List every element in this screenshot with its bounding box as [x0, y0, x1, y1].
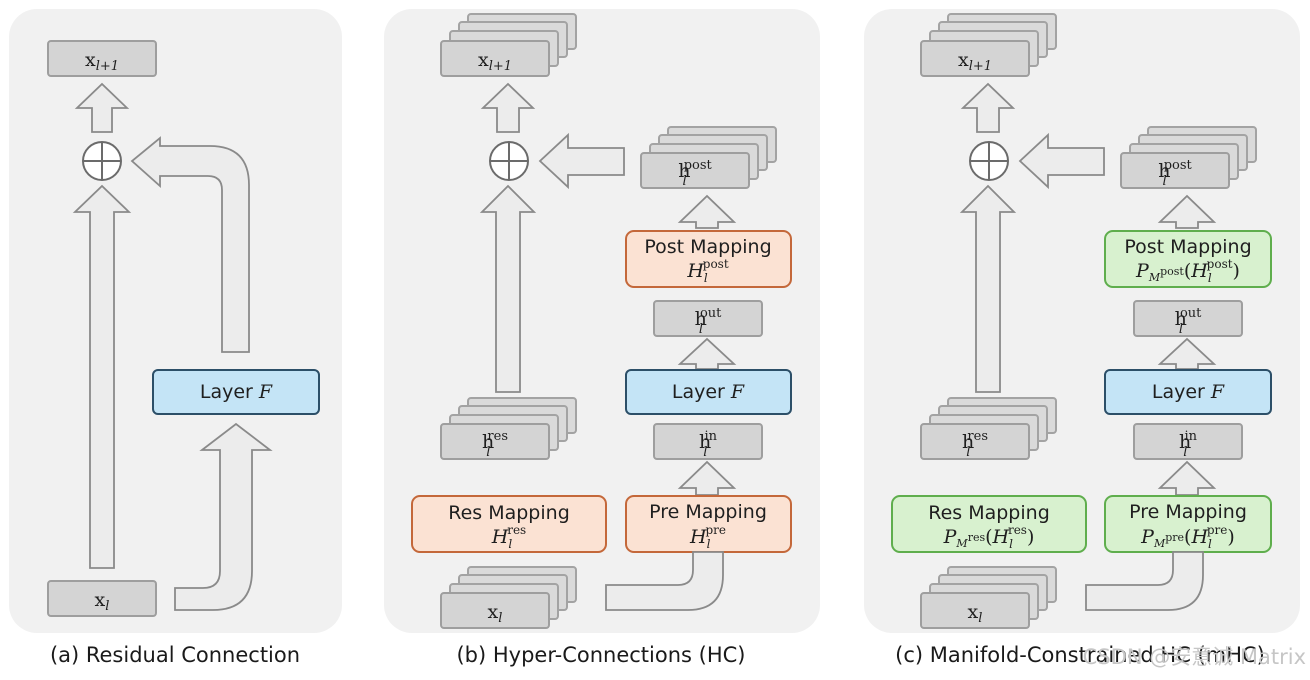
- post-mapping-box: [1104, 230, 1272, 288]
- caption-hyper-connections: (b) Hyper-Connections (HC): [456, 643, 745, 667]
- residual-arrow: [959, 184, 1017, 393]
- watermark: CSDN @安意诚 Matrix: [1083, 645, 1306, 669]
- h-out-box: [1133, 300, 1243, 337]
- layer-box: [625, 369, 792, 415]
- h-out-label: hlout: [695, 306, 723, 337]
- h-res-label: hlres: [482, 429, 508, 460]
- plus-icon: [969, 141, 1009, 181]
- post-to-plus-arrow: [1018, 132, 1105, 190]
- h-out-label: hlout: [1175, 306, 1203, 337]
- x-cur-label: xl: [968, 601, 983, 626]
- input-curved-arrow: [174, 422, 273, 611]
- pre-mapping-formula: PMpre(Hlpre): [1140, 523, 1235, 551]
- up-arrow: [677, 460, 737, 496]
- up-arrow: [1157, 194, 1217, 229]
- panel-residual: [9, 9, 342, 633]
- x-cur-stack: [440, 566, 577, 629]
- residual-arrow: [72, 184, 132, 569]
- post-mapping-formula: PMpost(Hlpost): [1135, 257, 1240, 285]
- h-in-box: [653, 423, 763, 460]
- x-next-box: [47, 40, 157, 77]
- h-in-label: hlin: [699, 429, 718, 460]
- x-cur-box: [47, 580, 157, 617]
- layer-label: Layer F: [1152, 381, 1225, 403]
- pre-mapping-label: Pre Mapping: [1129, 501, 1247, 523]
- h-in-box: [1133, 423, 1243, 460]
- post-to-plus-arrow: [538, 132, 625, 190]
- post-mapping-label: Post Mapping: [644, 236, 771, 258]
- post-mapping-label: Post Mapping: [1124, 236, 1251, 258]
- residual-connection: xl+1 xl Layer F: [47, 40, 320, 617]
- layer-label: Layer F: [672, 381, 745, 403]
- caption-residual: (a) Residual Connection: [50, 643, 300, 667]
- h-res-label: hlres: [962, 429, 988, 460]
- up-arrow: [960, 82, 1016, 133]
- h-post-stack: [640, 126, 777, 189]
- h-in-label: hlin: [1179, 429, 1198, 460]
- up-arrow: [1157, 460, 1217, 496]
- h-out-box: [653, 300, 763, 337]
- x-next-label: xl+1: [958, 49, 992, 74]
- input-curved-arrow: [1085, 551, 1204, 611]
- post-mapping-box: [625, 230, 792, 288]
- res-mapping-label: Res Mapping: [928, 502, 1050, 524]
- up-arrow: [74, 82, 130, 133]
- x-next-label: xl+1: [478, 49, 512, 74]
- h-post-label: hlpost: [1158, 158, 1192, 189]
- caption-mhc: (c) Manifold-Constrained HC (mHC): [895, 643, 1265, 667]
- x-next-label: xl+1: [85, 49, 119, 74]
- res-mapping-formula: Hlres: [491, 523, 526, 551]
- x-cur-label: xl: [488, 601, 503, 626]
- x-next-stack: [920, 13, 1057, 77]
- residual-arrow: [479, 184, 537, 393]
- post-mapping-formula: Hlpost: [686, 257, 728, 285]
- layer-box: [1104, 369, 1272, 415]
- h-res-stack: [440, 397, 577, 460]
- x-next-stack: [440, 13, 577, 77]
- layer-box: [152, 369, 320, 415]
- pre-mapping-formula: Hlpre: [689, 523, 726, 551]
- plus-icon: [489, 141, 529, 181]
- input-curved-arrow: [605, 551, 724, 611]
- h-post-label: hlpost: [678, 158, 712, 189]
- up-arrow: [1157, 337, 1217, 370]
- h-res-stack: [920, 397, 1057, 460]
- res-mapping-formula: PMres(Hlres): [943, 523, 1035, 551]
- res-mapping-label: Res Mapping: [448, 502, 570, 524]
- up-arrow: [677, 337, 737, 370]
- output-curved-arrow: [130, 136, 250, 353]
- pre-mapping-label: Pre Mapping: [649, 501, 767, 523]
- x-cur-stack: [920, 566, 1057, 629]
- hyper-connections: xl+1 hlres Res Mapping Hlres xl: [411, 13, 792, 629]
- plus-icon: [82, 141, 122, 181]
- up-arrow: [480, 82, 536, 133]
- layer-label: Layer F: [200, 381, 273, 403]
- h-post-stack: [1120, 126, 1257, 189]
- manifold-constrained-hc: xl+1 hlres Res Mapping PMres(Hlres) xl: [891, 13, 1272, 629]
- res-mapping-box: [411, 495, 607, 553]
- x-cur-label: xl: [95, 589, 110, 614]
- res-mapping-box: [891, 495, 1087, 553]
- up-arrow: [677, 194, 737, 229]
